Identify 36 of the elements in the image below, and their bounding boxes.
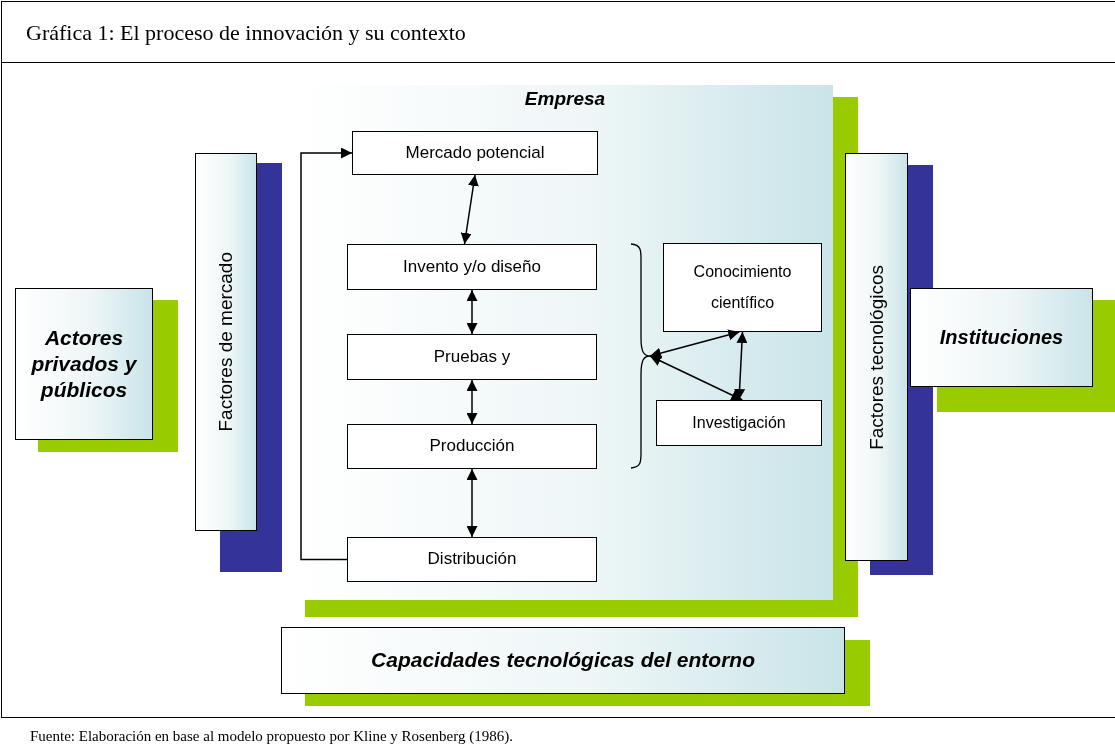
arrow <box>734 331 748 401</box>
figure-title: Gráfica 1: El proceso de innovación y su contexto <box>26 20 466 46</box>
box-label: Actores privados y públicos <box>30 324 138 404</box>
box-label: Pruebas y <box>432 345 512 368</box>
box-label: Distribución <box>426 548 518 571</box>
curly-brace <box>628 243 650 469</box>
box-label: Producción <box>428 435 516 458</box>
vertical-label-box <box>845 153 908 561</box>
arrow <box>466 289 478 335</box>
panel-heading: Empresa <box>524 88 606 110</box>
process-box <box>347 244 597 290</box>
box-label: Conocimiento científico <box>692 262 793 313</box>
process-box <box>347 424 597 469</box>
arrow <box>649 329 741 359</box>
label-box <box>910 288 1093 387</box>
box-label: Factores tecnológicos <box>865 264 888 450</box>
box-label: Instituciones <box>939 325 1064 350</box>
process-box <box>352 131 598 175</box>
process-box <box>347 537 597 582</box>
source-note: Fuente: Elaboración en base al modelo propuesto por Kline y Rosenberg (1986). <box>30 728 513 745</box>
arrow <box>466 468 478 538</box>
arrow <box>300 147 353 561</box>
label-box <box>281 627 845 694</box>
process-box <box>663 243 822 332</box>
process-box <box>656 400 822 446</box>
label-box <box>15 288 153 440</box>
box-label: Mercado potencial <box>404 141 546 164</box>
arrow <box>466 379 478 425</box>
process-box <box>347 334 597 380</box>
box-label: Factores de mercado <box>215 252 237 432</box>
box-label: Invento y/o diseño <box>402 255 542 278</box>
arrow <box>649 355 744 401</box>
box-label: Capacidades tecnológicas del entorno <box>371 647 755 674</box>
box-label: Investigación <box>691 412 787 433</box>
arrow <box>460 174 479 245</box>
vertical-label-box <box>195 153 257 531</box>
